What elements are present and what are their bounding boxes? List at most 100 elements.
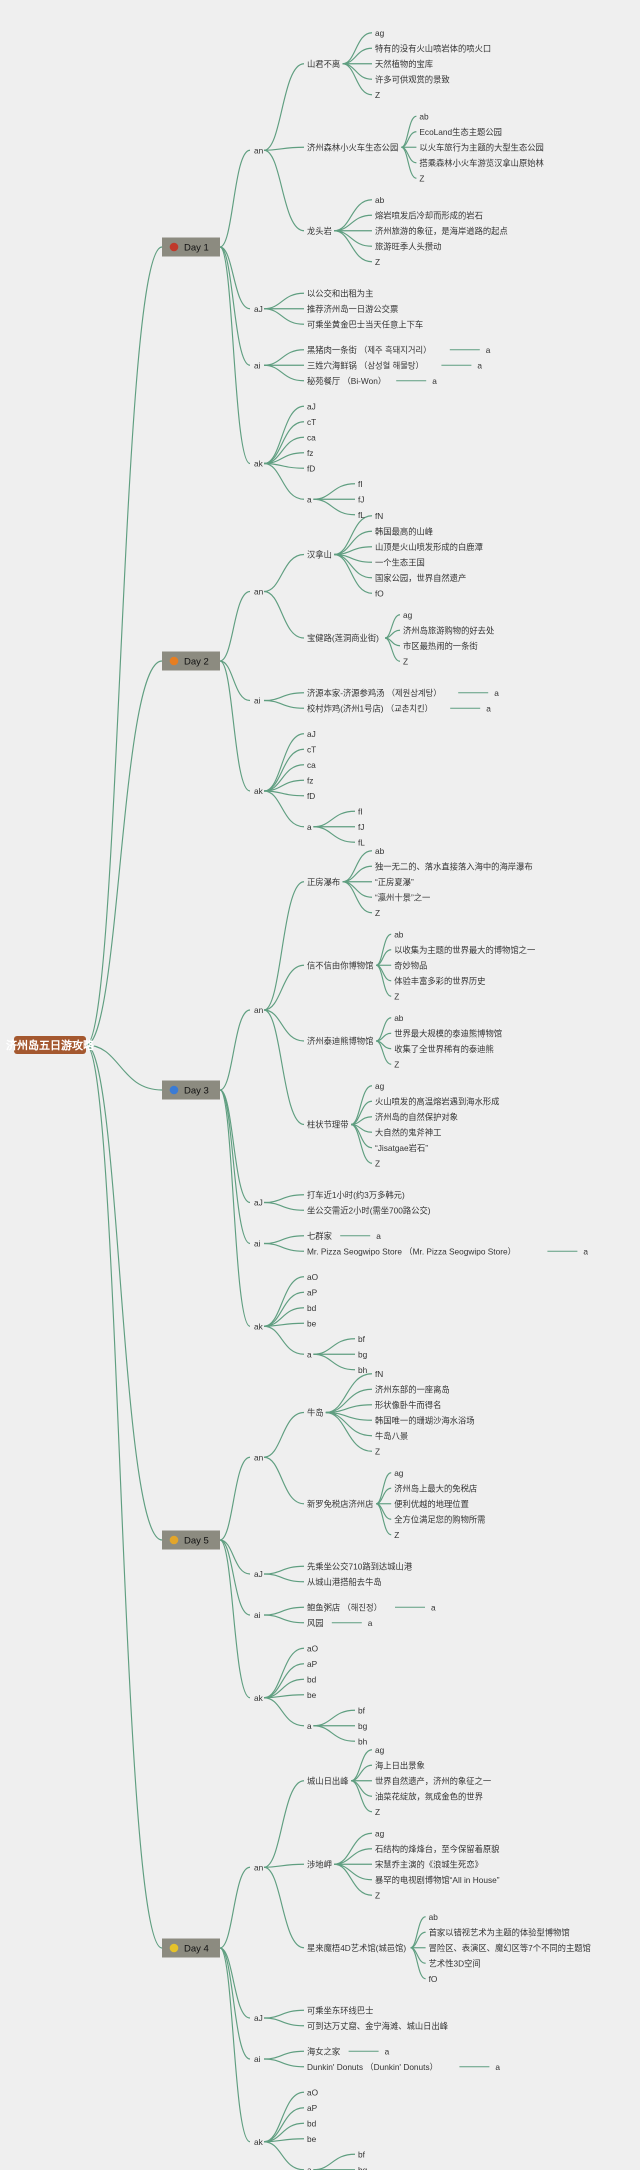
- info-item[interactable]: 推荐济州岛一日游公交票: [307, 304, 398, 314]
- detail-item[interactable]: 济州岛的自然保护对象: [375, 1112, 458, 1122]
- detail-item[interactable]: fI: [358, 479, 363, 489]
- detail-item[interactable]: ab: [419, 111, 429, 121]
- detail-item[interactable]: 宋慧乔主演的《浪城生死恋》: [375, 1859, 483, 1869]
- detail-item[interactable]: Z: [375, 908, 380, 918]
- info-item[interactable]: fD: [307, 463, 315, 473]
- sub-node-a[interactable]: a: [307, 1349, 312, 1359]
- info-item[interactable]: 从城山港搭船去牛岛: [307, 1577, 382, 1587]
- detail-item[interactable]: 世界最大规模的泰迪熊博物馆: [394, 1028, 502, 1038]
- info-item[interactable]: aO: [307, 1272, 319, 1282]
- info-item[interactable]: 可到达万丈窟、金宁海滩、城山日出峰: [307, 2021, 448, 2031]
- detail-item[interactable]: 国家公园，世界自然遗产: [375, 573, 466, 583]
- detail-item[interactable]: Z: [394, 1059, 399, 1069]
- group-label-an[interactable]: an: [254, 145, 264, 155]
- sub-node-a[interactable]: a: [307, 1721, 312, 1731]
- detail-item[interactable]: 以收集为主题的世界最大的博物馆之一: [394, 945, 535, 955]
- detail-item[interactable]: 市区最热闹的一条街: [403, 641, 478, 651]
- restaurant-item[interactable]: 鲍鱼粥店 （해진정）: [307, 1602, 382, 1612]
- detail-item[interactable]: ab: [375, 195, 385, 205]
- restaurant-tag[interactable]: a: [368, 1618, 373, 1628]
- info-item[interactable]: 可乘坐东环线巴士: [307, 2005, 373, 2015]
- detail-item[interactable]: 全方位满足您的购物所需: [394, 1514, 485, 1524]
- detail-item[interactable]: 搭乘森林小火车游览汉拿山原始林: [419, 158, 544, 168]
- info-item[interactable]: 打车近1小时(约3万多韩元): [307, 1190, 405, 1200]
- detail-item[interactable]: 火山喷发的高温熔岩遇到海水形成: [375, 1096, 499, 1106]
- restaurant-tag[interactable]: a: [432, 376, 437, 386]
- detail-item[interactable]: 济州岛旅游购物的好去处: [403, 625, 494, 635]
- restaurant-tag[interactable]: a: [385, 2046, 390, 2056]
- restaurant-item[interactable]: 济源本家-济源参鸡汤 （제원삼계탕）: [307, 688, 442, 698]
- restaurant-item[interactable]: 秘苑餐厅 （Bi-Won）: [307, 376, 386, 386]
- root-node[interactable]: 济州岛五日游攻略: [6, 1036, 95, 1054]
- detail-item[interactable]: 独一无二的、落水直接落入海中的海岸瀑布: [375, 861, 533, 871]
- info-item[interactable]: aJ: [307, 729, 316, 739]
- detail-item[interactable]: ag: [375, 1745, 385, 1755]
- attraction-node[interactable]: 济州森林小火车生态公园: [307, 142, 398, 152]
- detail-item[interactable]: 世界自然遗产，济州的象征之一: [375, 1776, 491, 1786]
- group-label-ai[interactable]: ai: [254, 360, 261, 370]
- detail-item[interactable]: 济州东部的一座离岛: [375, 1384, 450, 1394]
- info-item[interactable]: ca: [307, 760, 316, 770]
- detail-item[interactable]: 济州岛上最大的免税店: [394, 1483, 477, 1493]
- detail-item[interactable]: fN: [375, 1369, 383, 1379]
- group-label-an[interactable]: an: [254, 587, 264, 597]
- detail-item[interactable]: 便利优越的地理位置: [394, 1499, 469, 1509]
- attraction-node[interactable]: 汉拿山: [307, 550, 332, 560]
- detail-item[interactable]: fO: [429, 1974, 438, 1984]
- detail-item[interactable]: “正房夏瀑”: [375, 877, 414, 887]
- group-label-aj[interactable]: aJ: [254, 1569, 263, 1579]
- group-label-ai[interactable]: ai: [254, 2054, 261, 2064]
- detail-item[interactable]: ab: [394, 1013, 404, 1023]
- info-item[interactable]: cT: [307, 744, 316, 754]
- info-item[interactable]: aP: [307, 1659, 318, 1669]
- info-item[interactable]: fz: [307, 448, 313, 458]
- detail-item[interactable]: fL: [358, 837, 365, 847]
- detail-item[interactable]: ag: [375, 28, 385, 38]
- restaurant-tag[interactable]: a: [431, 1602, 436, 1612]
- info-item[interactable]: aP: [307, 1287, 318, 1297]
- group-label-aj[interactable]: aJ: [254, 304, 263, 314]
- attraction-node[interactable]: 龙头岩: [307, 226, 332, 236]
- detail-item[interactable]: fL: [358, 510, 365, 520]
- day-node-3[interactable]: Day 3: [162, 1080, 220, 1100]
- detail-item[interactable]: Z: [394, 991, 399, 1001]
- detail-item[interactable]: 艺术性3D空间: [429, 1958, 481, 1968]
- detail-item[interactable]: ag: [375, 1828, 385, 1838]
- detail-item[interactable]: Z: [375, 257, 380, 267]
- info-item[interactable]: ca: [307, 432, 316, 442]
- info-item[interactable]: be: [307, 1690, 317, 1700]
- detail-item[interactable]: Z: [375, 1807, 380, 1817]
- group-label-ak[interactable]: ak: [254, 459, 264, 469]
- group-label-ai[interactable]: ai: [254, 1239, 261, 1249]
- attraction-node[interactable]: 城山日出峰: [307, 1776, 349, 1786]
- detail-item[interactable]: Z: [375, 90, 380, 100]
- info-item[interactable]: aP: [307, 2103, 318, 2113]
- restaurant-item[interactable]: 海女之家: [307, 2046, 341, 2056]
- detail-item[interactable]: Z: [375, 1158, 380, 1168]
- info-item[interactable]: 以公交和出租为主: [307, 288, 373, 298]
- detail-item[interactable]: 济州旅游的象征，是海岸道路的起点: [375, 226, 508, 236]
- detail-item[interactable]: 韩国唯一的珊瑚沙海水浴场: [375, 1415, 475, 1425]
- detail-item[interactable]: 体验丰富多彩的世界历史: [394, 976, 485, 986]
- sub-node-a[interactable]: a: [307, 2165, 312, 2170]
- group-label-ak[interactable]: ak: [254, 1321, 264, 1331]
- restaurant-tag[interactable]: a: [495, 2062, 500, 2072]
- detail-item[interactable]: Z: [375, 1446, 380, 1456]
- detail-item[interactable]: ag: [403, 610, 413, 620]
- info-item[interactable]: fz: [307, 775, 313, 785]
- detail-item[interactable]: 一个生态王国: [375, 557, 425, 567]
- detail-item[interactable]: 海上日出景象: [375, 1760, 425, 1770]
- group-label-ai[interactable]: ai: [254, 696, 261, 706]
- restaurant-item[interactable]: 风园: [307, 1618, 324, 1628]
- restaurant-item[interactable]: Mr. Pizza Seogwipo Store （Mr. Pizza Seog…: [307, 1246, 516, 1256]
- attraction-node[interactable]: 星来魔梧4D艺术馆(城邑馆): [307, 1943, 406, 1953]
- detail-item[interactable]: fO: [375, 588, 384, 598]
- detail-item[interactable]: 首家以错视艺术为主题的体验型博物馆: [429, 1927, 570, 1937]
- attraction-node[interactable]: 涉地岬: [307, 1859, 332, 1869]
- detail-item[interactable]: ag: [375, 1081, 385, 1091]
- attraction-node[interactable]: 牛岛: [307, 1408, 324, 1418]
- detail-item[interactable]: 油菜花绽放，氛成金色的世界: [375, 1791, 483, 1801]
- detail-item[interactable]: 石结构的烽烽台，至今保留着原貌: [375, 1844, 499, 1854]
- attraction-node[interactable]: 宝健路(莲洞商业街): [307, 633, 379, 643]
- detail-item[interactable]: ab: [375, 846, 385, 856]
